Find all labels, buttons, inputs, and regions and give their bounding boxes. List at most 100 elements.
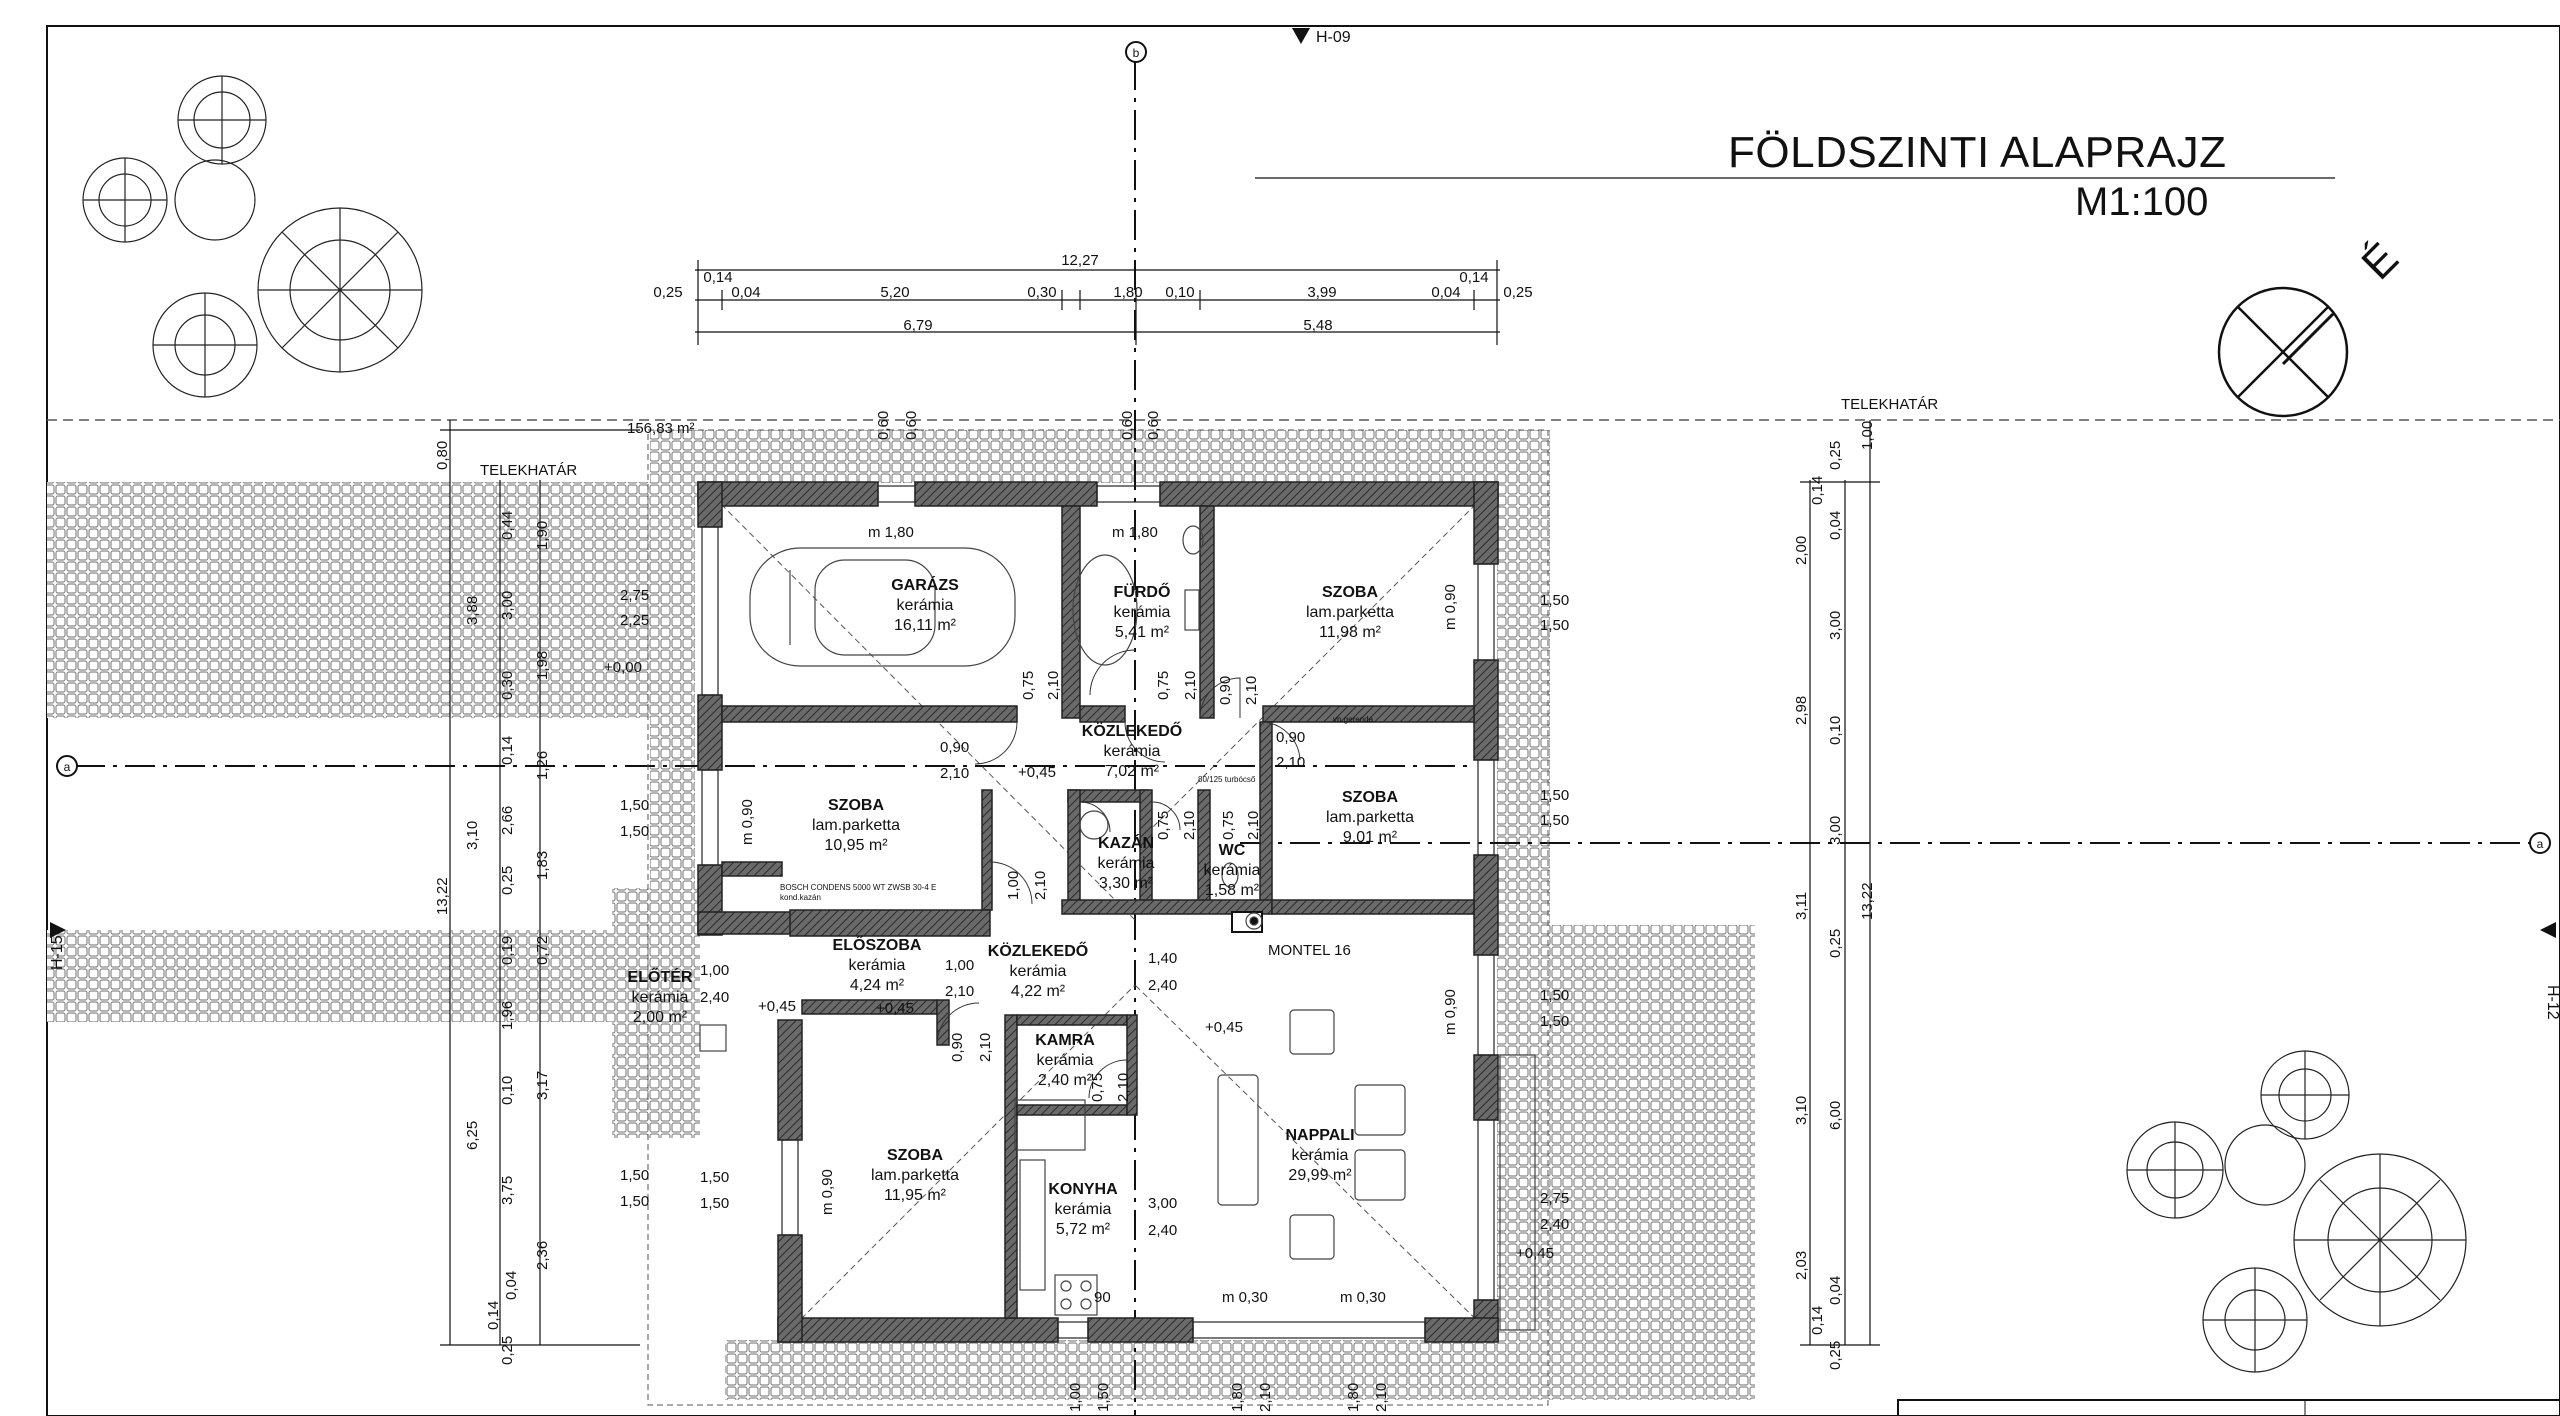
opening-dim: 0,75 <box>1155 671 1172 700</box>
room-kozlekedo-2: KÖZLEKEDŐ kerámia 4,22 m² <box>988 941 1088 1000</box>
room-kamra: KAMRA kerámia 2,40 m² <box>1035 1032 1095 1089</box>
dim-right: 3,11 <box>1793 892 1810 920</box>
opening-dim: m 0,90 <box>1442 989 1459 1035</box>
opening-dim: 2,75 <box>1540 1190 1569 1207</box>
opening-dim: 1,00 <box>1005 871 1022 900</box>
opening-dim: 1,50 <box>620 823 649 840</box>
room-area: 2,00 m² <box>633 1009 688 1026</box>
drawing-frame <box>46 25 2560 1416</box>
dim-left: 0,14 <box>485 1301 502 1330</box>
annotations: TELEKHATÁR TELEKHATÁR 156,83 m² BOSCH CO… <box>480 396 1938 1262</box>
title-block <box>1897 1399 2560 1416</box>
opening-dimensions: m 1,80 m 1,80 2,75 2,25 m 0,90 1,50 1,50… <box>620 524 1569 1306</box>
dim-top: 0,25 <box>653 284 682 301</box>
room-floor: kerámia <box>1037 1052 1094 1069</box>
opening-dim: m 0,90 <box>739 799 756 845</box>
dim-right: 0,10 <box>1827 716 1844 745</box>
opening-dim: 1,50 <box>1540 617 1569 634</box>
dim-bottom: 2,10 <box>1257 1383 1274 1412</box>
dim-right: 0,14 <box>1809 476 1826 505</box>
dim-right: 0,25 <box>1827 929 1844 958</box>
dim-right: 0,04 <box>1827 1276 1844 1305</box>
opening-dim: 1,00 <box>945 957 974 974</box>
dim-right: 0,04 <box>1827 511 1844 540</box>
opening-dim: 0,90 <box>1217 676 1234 705</box>
room-floor: lam.parketta <box>871 1167 959 1184</box>
room-name: NAPPALI <box>1285 1127 1354 1144</box>
opening-dim: 2,10 <box>1243 676 1260 705</box>
drawing-title: FÖLDSZINTI ALAPRAJZ <box>1728 128 2227 177</box>
dim-top: 6,79 <box>903 317 932 334</box>
dim-bottom: 1,80 <box>1345 1383 1362 1412</box>
dim-top: 0,60 <box>903 411 920 440</box>
room-name: SZOBA <box>828 797 884 814</box>
room-name: KÖZLEKEDŐ <box>1082 721 1182 740</box>
room-name: WC <box>1219 842 1246 859</box>
room-eloter: ELŐTÉR kerámia 2,00 m² <box>628 967 693 1026</box>
bottom-dimensions: 1,00 1,50 1,80 2,10 1,80 2,10 <box>1067 1383 1390 1412</box>
section-mark-right: H-12 <box>2544 985 2560 1020</box>
dim-top: 5,20 <box>880 284 909 301</box>
room-name: SZOBA <box>1322 584 1378 601</box>
room-garazs: GARÁZS kerámia 16,11 m² <box>891 575 959 634</box>
opening-dim: 2,25 <box>620 612 649 629</box>
opening-dim: 0,75 <box>1220 811 1237 840</box>
dimension-lines-left <box>440 420 640 1346</box>
opening-dim: 3,00 <box>1148 1195 1177 1212</box>
trees <box>82 75 2467 1373</box>
opening-dim: 2,10 <box>1276 754 1305 771</box>
top-dimensions: 12,27 0,25 0,14 0,04 5,20 0,30 1,80 0,10… <box>653 252 1532 440</box>
room-furdo: FÜRDŐ kerámia 5,41 m² <box>1114 582 1171 641</box>
opening-dim: m 0,30 <box>1222 1289 1268 1306</box>
room-area: 1,58 m² <box>1205 882 1260 899</box>
dim-left: 1,98 <box>534 651 551 680</box>
dim-left: 2,36 <box>534 1241 551 1270</box>
dim-top: 0,25 <box>1503 284 1532 301</box>
room-floor: kerámia <box>897 597 954 614</box>
room-name: GARÁZS <box>891 575 959 594</box>
opening-dim: 1,50 <box>1540 987 1569 1004</box>
boiler-note: BOSCH CONDENS 5000 WT ZWSB 30-4 E <box>780 883 936 892</box>
dim-left: 2,66 <box>499 806 516 835</box>
room-floor: kerámia <box>1104 743 1161 760</box>
dim-left: 0,04 <box>503 1271 520 1300</box>
section-markers: H-09 H-15 H-12 <box>49 28 2560 1020</box>
opening-dim: 1,50 <box>1540 1013 1569 1030</box>
telekhatar-right: TELEKHATÁR <box>1841 396 1938 413</box>
room-area: 11,98 m² <box>1319 624 1382 641</box>
left-dimensions: 0,80 3,88 3,10 13,22 6,25 0,44 3,00 0,30… <box>434 441 551 1365</box>
beam-note: vb.gerenda <box>1333 715 1374 724</box>
opening-dim: 2,10 <box>1182 671 1199 700</box>
dim-left: 3,00 <box>499 591 516 620</box>
opening-dim: 2,40 <box>1148 1222 1177 1239</box>
room-area: 7,02 m² <box>1105 763 1160 780</box>
opening-dim: m 0,90 <box>1442 584 1459 630</box>
opening-dim: 2,75 <box>620 587 649 604</box>
room-floor: kerámia <box>1055 1201 1112 1218</box>
dim-top: 5,48 <box>1303 317 1332 334</box>
bath-fixtures <box>1072 525 1263 933</box>
axis-label-b: b <box>1133 46 1140 60</box>
level-mark: +0,45 <box>1516 1245 1554 1262</box>
room-name: KÖZLEKEDŐ <box>988 941 1088 960</box>
opening-dim: 2,40 <box>700 989 729 1006</box>
dim-top: 0,60 <box>1119 411 1136 440</box>
dim-right: 2,98 <box>1793 696 1810 725</box>
opening-dim: 1,40 <box>1148 950 1177 967</box>
dim-right: 2,03 <box>1793 1251 1810 1280</box>
room-area: 10,95 m² <box>824 837 888 854</box>
dim-left: 0,25 <box>499 866 516 895</box>
opening-dim: 1,00 <box>700 962 729 979</box>
room-floor: lam.parketta <box>1306 604 1394 621</box>
room-name: KAMRA <box>1035 1032 1095 1049</box>
section-mark-left: H-15 <box>49 935 66 970</box>
opening-dim: 0,90 <box>1276 729 1305 746</box>
opening-dim: 1,50 <box>620 797 649 814</box>
dim-left: 0,30 <box>499 671 516 700</box>
dim-left: 6,25 <box>464 1121 481 1150</box>
opening-dim: 0,90 <box>940 739 969 756</box>
opening-dim: 2,10 <box>1045 671 1062 700</box>
room-floor: kerámia <box>1292 1147 1349 1164</box>
opening-dim: 1,50 <box>1540 787 1569 804</box>
dim-top: 3,99 <box>1307 284 1336 301</box>
